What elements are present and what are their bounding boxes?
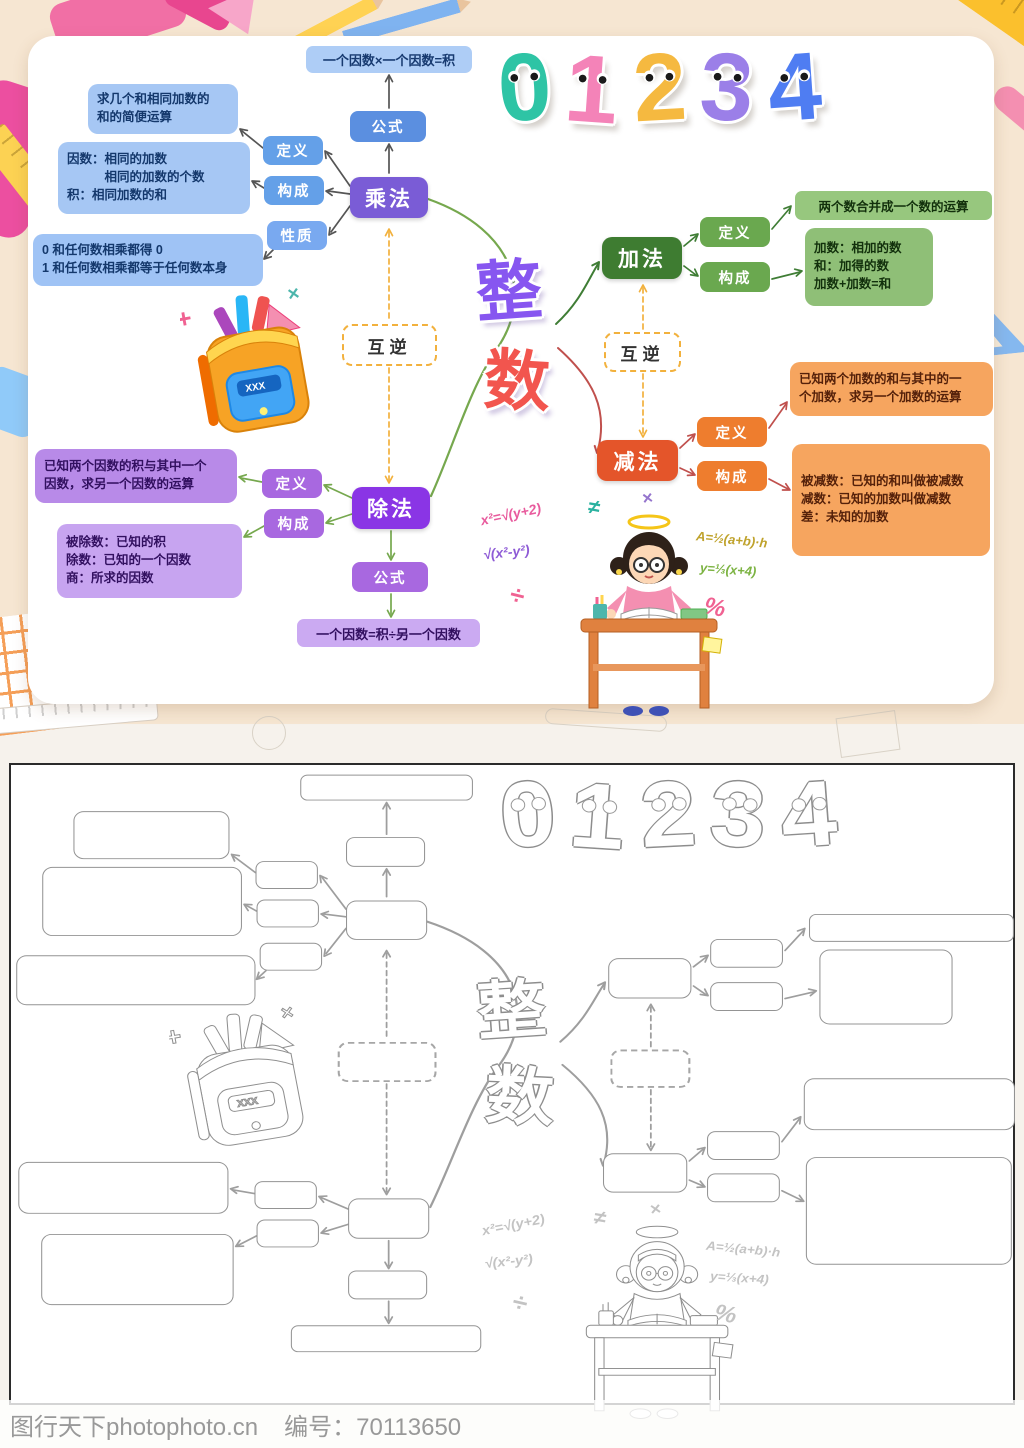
mult-definition-box: 求几个和相同加数的 和的简便运算 — [73, 811, 230, 860]
mult-formula-box: 一个因数×一个因数=积 — [306, 46, 472, 73]
add-composition-label: 构成 — [710, 982, 783, 1012]
mult-property-box: 0 和任何数相乘都得 0 1 和任何数相乘都等于任何数本身 — [16, 955, 256, 1006]
div-formula-label: 公式 — [348, 1270, 428, 1300]
add-main-box: 加法 — [608, 958, 692, 999]
mult-main-box: 乘法 — [350, 177, 428, 218]
decor-sketch-circle — [252, 716, 286, 750]
div-composition-label: 构成 — [264, 509, 324, 538]
div-definition-label: 定义 — [254, 1181, 317, 1209]
div-composition-box: 被除数：已知的积 除数：已知的一个因数 商：所求的因数 — [41, 1233, 234, 1306]
number-0: 0 — [496, 761, 560, 868]
add-definition-label: 定义 — [710, 938, 783, 968]
div-formula-label: 公式 — [352, 562, 428, 592]
mult-composition-box: 因数：相同的加数 相同的加数的个数 积：相同加数的和 — [42, 866, 242, 937]
number-0: 0 — [494, 32, 556, 143]
div-formula-box: 一个因数=积÷另一个因数 — [290, 1325, 482, 1353]
watermark-site: 图行天下photophoto.cn — [10, 1413, 259, 1441]
div-composition-box: 被除数：已知的积 除数：已知的一个因数 商：所求的因数 — [57, 524, 242, 598]
number-3: 3 — [707, 761, 769, 868]
mult-formula-box: 一个因数×一个因数=积 — [300, 774, 473, 801]
backpack-label: XXX — [245, 381, 267, 395]
div-definition-box: 已知两个因数的积与其中一个 因数，求另一个因数的运算 — [18, 1161, 229, 1214]
doodle-divide-sign: ÷ — [509, 1286, 532, 1318]
mult-composition-label: 构成 — [256, 899, 319, 928]
inverse-left-box: 互逆 — [337, 1041, 437, 1083]
outline-mindmap-card: 0 1 2 3 4 整 数 一个因数×一个因数=积 公式 乘法 定义 求几个和相… — [9, 761, 1016, 1419]
inverse-left-box: 互逆 — [342, 324, 437, 366]
add-composition-label: 构成 — [700, 262, 770, 292]
div-main-box: 除法 — [352, 487, 430, 529]
inverse-right-box: 互逆 — [610, 1049, 691, 1088]
mult-definition-label: 定义 — [263, 136, 323, 165]
doodle-times-sign: × — [648, 1198, 663, 1220]
number-1: 1 — [561, 34, 623, 145]
add-definition-box: 两个数合并成一个数的运算 — [808, 913, 1014, 942]
mult-formula-label: 公式 — [350, 111, 426, 142]
mult-property-label: 性质 — [259, 942, 323, 971]
div-definition-label: 定义 — [262, 469, 322, 498]
mult-property-label: 性质 — [267, 221, 327, 250]
inverse-right-box: 互逆 — [604, 332, 681, 372]
decor-eraser-right — [988, 81, 1024, 141]
center-char-zheng: 整 — [474, 972, 549, 1048]
backpack-illustration: + × XXX — [162, 1001, 325, 1168]
number-4: 4 — [776, 761, 840, 868]
add-composition-box: 加数：相加的数 和：加得的数 加数+加数=和 — [805, 228, 933, 306]
div-composition-label: 构成 — [256, 1219, 319, 1248]
center-char-zheng: 整 — [473, 251, 545, 331]
add-composition-box: 加数：相加的数 和：加得的数 加数+加数=和 — [819, 949, 953, 1025]
number-characters: 0 1 2 3 4 — [494, 32, 825, 145]
doodle-times-sign: × — [640, 487, 654, 509]
number-4: 4 — [763, 32, 825, 143]
mult-property-box: 0 和任何数相乘都得 0 1 和任何数相乘都等于任何数本身 — [33, 234, 263, 286]
number-2: 2 — [637, 761, 699, 868]
backpack-illustration: + × XXX — [174, 282, 330, 456]
svg-text:+: + — [180, 302, 194, 334]
div-definition-box: 已知两个因数的积与其中一个 因数，求另一个因数的运算 — [35, 449, 237, 503]
number-1: 1 — [566, 763, 630, 870]
mult-composition-box: 因数：相同的加数 相同的加数的个数 积：相同加数的和 — [58, 142, 250, 214]
watermark-bar: 图行天下photophoto.cn 编号：70113650 — [0, 1400, 1024, 1448]
sub-composition-label: 构成 — [697, 461, 767, 491]
decor-sketch-box — [835, 710, 901, 758]
div-formula-box: 一个因数=积÷另一个因数 — [297, 619, 480, 647]
center-char-shu: 数 — [483, 1059, 557, 1134]
center-char-shu: 数 — [482, 342, 552, 420]
mult-composition-label: 构成 — [264, 176, 324, 205]
mult-definition-box: 求几个和相同加数的 和的简便运算 — [88, 84, 238, 134]
svg-text:×: × — [286, 286, 301, 306]
sub-composition-box: 被减数：已知的和叫做被减数 减数：已知的加数叫做减数 差：未知的加数 — [805, 1157, 1012, 1265]
watermark-code: 编号：70113650 — [284, 1413, 462, 1441]
girl-studying-illustration — [536, 1219, 775, 1426]
doodle-formula-2: √(x²-y²) — [482, 541, 531, 563]
sub-definition-box: 已知两个加数的和与其中的一 个加数，求另一个加数的运算 — [803, 1078, 1015, 1131]
add-definition-box: 两个数合并成一个数的运算 — [795, 191, 992, 220]
sub-composition-box: 被减数：已知的和叫做被减数 减数：已知的加数叫做减数 差：未知的加数 — [792, 444, 990, 556]
div-main-box: 除法 — [348, 1198, 430, 1239]
sub-definition-label: 定义 — [707, 1131, 780, 1160]
svg-text:+: + — [169, 1021, 184, 1052]
sub-main-box: 减法 — [602, 1153, 688, 1193]
mult-main-box: 乘法 — [346, 900, 428, 940]
add-main-box: 加法 — [602, 237, 682, 279]
sub-main-box: 减法 — [597, 440, 678, 481]
number-3: 3 — [697, 32, 757, 143]
colored-mindmap-card: 0 1 2 3 4 整 数 一个因数×一个因数=积 公式 乘法 定义 求几个和相… — [28, 32, 994, 716]
sub-composition-label: 构成 — [707, 1173, 780, 1203]
sub-definition-box: 已知两个加数的和与其中的一 个加数，求另一个加数的运算 — [790, 362, 993, 416]
mult-formula-label: 公式 — [346, 837, 426, 867]
doodle-divide-sign: ÷ — [506, 578, 528, 612]
backpack-label: XXX — [236, 1096, 259, 1110]
outline-mindmap: 0 1 2 3 4 整 数 一个因数×一个因数=积 公式 乘法 定义 求几个和相… — [11, 761, 1016, 1419]
svg-text:×: × — [279, 1005, 295, 1024]
girl-studying-illustration — [533, 508, 763, 723]
doodle-formula-2: √(x²-y²) — [483, 1250, 534, 1271]
number-2: 2 — [629, 32, 689, 143]
mult-definition-label: 定义 — [255, 861, 318, 889]
sub-definition-label: 定义 — [697, 417, 767, 447]
add-definition-label: 定义 — [700, 217, 770, 247]
number-characters: 0 1 2 3 4 — [496, 761, 840, 869]
